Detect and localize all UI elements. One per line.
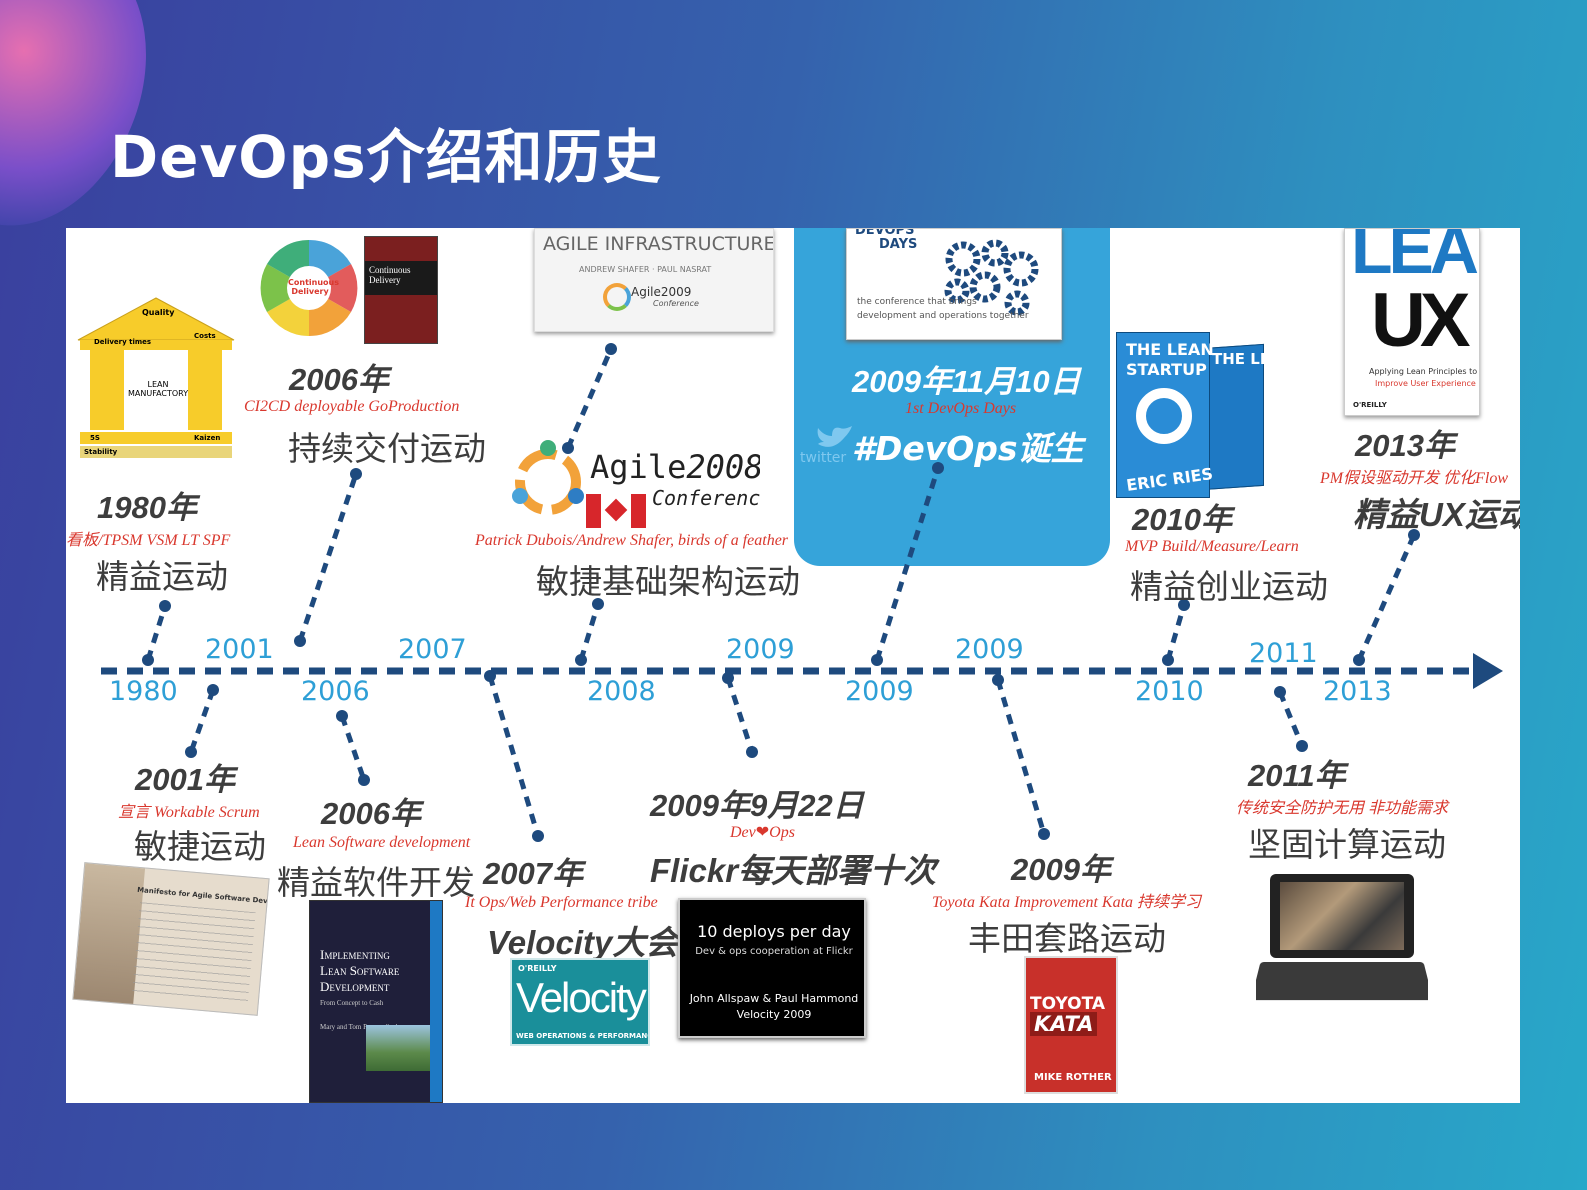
event-movement-2001: 敏捷运动 bbox=[134, 827, 266, 866]
timeline-panel: 2001 2007 2009 2009 2011 1980 2006 2008 … bbox=[66, 228, 1520, 1103]
year-label: 2008 bbox=[587, 676, 656, 707]
event-tags-1980: 看板/TPSM VSM LT SPF bbox=[66, 532, 231, 549]
year-label: 2007 bbox=[398, 634, 467, 665]
event-date-2007: 2007年 bbox=[483, 856, 583, 891]
slide-title: DevOps介绍和历史 bbox=[110, 123, 662, 191]
lean-ux-book: LEAN UX Applying Lean Principles to Impr… bbox=[1344, 228, 1480, 416]
event-movement-2009-11: #DevOps诞生 bbox=[852, 429, 1084, 468]
twitter-icon: twitter bbox=[800, 424, 860, 470]
year-label: 2013 bbox=[1323, 676, 1392, 707]
heart-icon: ❤ bbox=[755, 824, 770, 841]
event-date-2013: 2013年 bbox=[1355, 428, 1455, 463]
canada-flag-icon bbox=[586, 494, 646, 528]
event-date-2011: 2011年 bbox=[1248, 758, 1346, 793]
year-label: 2009 bbox=[955, 634, 1024, 665]
timeline-connectors bbox=[101, 343, 1503, 842]
event-tags-2009-11: 1st DevOps Days bbox=[905, 400, 1017, 417]
agile-infra-slide: AGILE INFRASTRUCTURE ANDREW SHAFER · PAU… bbox=[534, 228, 774, 332]
event-date-2009-09: 2009年9月22日 bbox=[650, 788, 864, 823]
agile-manifesto-photo: Manifesto for Agile Software Development bbox=[72, 862, 270, 1016]
event-tags-2007: It Ops/Web Performance tribe bbox=[465, 894, 658, 911]
event-tags-2001: 宣言 Workable Scrum bbox=[118, 804, 260, 821]
year-label: 2001 bbox=[205, 634, 274, 665]
lean-sw-book-cover: Implementing Lean Software Development F… bbox=[309, 900, 443, 1103]
year-label: 2009 bbox=[845, 676, 914, 707]
cd-wheel-icon: Continuous Delivery bbox=[259, 232, 359, 344]
event-movement-2009-09: Flickr每天部署十次 bbox=[650, 852, 937, 889]
event-tags-2009: Toyota Kata Improvement Kata 持续学习 bbox=[932, 894, 1202, 911]
year-label: 2006 bbox=[301, 676, 370, 707]
event-date-2006-cd: 2006年 bbox=[289, 362, 389, 397]
year-label: 1980 bbox=[109, 676, 178, 707]
agile2008-logo: Agile2008 Conference bbox=[510, 432, 760, 532]
event-movement-2007: Velocity大会 bbox=[487, 924, 679, 961]
event-movement-2011: 坚固计算运动 bbox=[1248, 825, 1446, 864]
event-tags-2009-09: Dev❤Ops bbox=[730, 824, 795, 841]
event-date-2001: 2001年 bbox=[135, 762, 235, 797]
event-date-2006-lsd: 2006年 bbox=[321, 796, 421, 831]
event-tags-2008: Patrick Dubois/Andrew Shafer, birds of a… bbox=[475, 532, 789, 549]
event-movement-2009: 丰田套路运动 bbox=[968, 919, 1166, 958]
event-movement-2006-cd: 持续交付运动 bbox=[288, 429, 486, 468]
event-movement-1980: 精益运动 bbox=[96, 557, 228, 596]
event-tags-2006-lsd: Lean Software development bbox=[293, 834, 471, 851]
event-movement-2010: 精益创业运动 bbox=[1130, 567, 1328, 606]
agile-ring-icon bbox=[512, 440, 584, 515]
event-tags-2006-cd: CI2CD deployable GoProduction bbox=[244, 398, 460, 415]
event-tags-2010: MVP Build/Measure/Learn bbox=[1125, 538, 1299, 555]
toyota-kata-book: TOYOTA KATA MIKE ROTHER bbox=[1024, 956, 1118, 1094]
event-movement-2013: 精益UX运动 bbox=[1353, 496, 1520, 533]
event-date-1980: 1980年 bbox=[97, 490, 197, 525]
timeline-arrow-icon bbox=[1473, 653, 1503, 689]
lean-startup-book: THE LEAN STARTUP ERIC RIES THE LEAN bbox=[1116, 332, 1266, 498]
year-label: 2009 bbox=[726, 634, 795, 665]
rugged-laptop-image bbox=[1256, 874, 1428, 1012]
devopsdays-logo: DEVOPS DAYS the conference that brings d… bbox=[846, 228, 1062, 340]
event-date-2010: 2010年 bbox=[1132, 502, 1232, 537]
velocity-logo: O'REILLY Velocity WEB OPERATIONS & PERFO… bbox=[510, 958, 650, 1046]
gears-brain-icon bbox=[944, 239, 1039, 316]
event-tags-2011: 传统安全防护无用 非功能需求 bbox=[1236, 800, 1449, 817]
flickr-talk-slide: 10 deploys per day Dev & ops cooperation… bbox=[678, 898, 866, 1038]
event-tags-2013: PM假设驱动开发 优化Flow bbox=[1320, 470, 1508, 487]
event-date-2009-11: 2009年11月10日 bbox=[852, 364, 1081, 399]
cd-book-cover: Continuous Delivery bbox=[364, 236, 438, 344]
event-movement-2006-lsd: 精益软件开发 bbox=[277, 863, 475, 902]
event-movement-2008: 敏捷基础架构运动 bbox=[536, 562, 800, 601]
lean-house-diagram: Quality Delivery times Costs LEAN MANUFA… bbox=[76, 294, 236, 470]
year-label: 2011 bbox=[1249, 638, 1318, 669]
event-date-2009: 2009年 bbox=[1011, 852, 1111, 887]
year-label: 2010 bbox=[1135, 676, 1204, 707]
